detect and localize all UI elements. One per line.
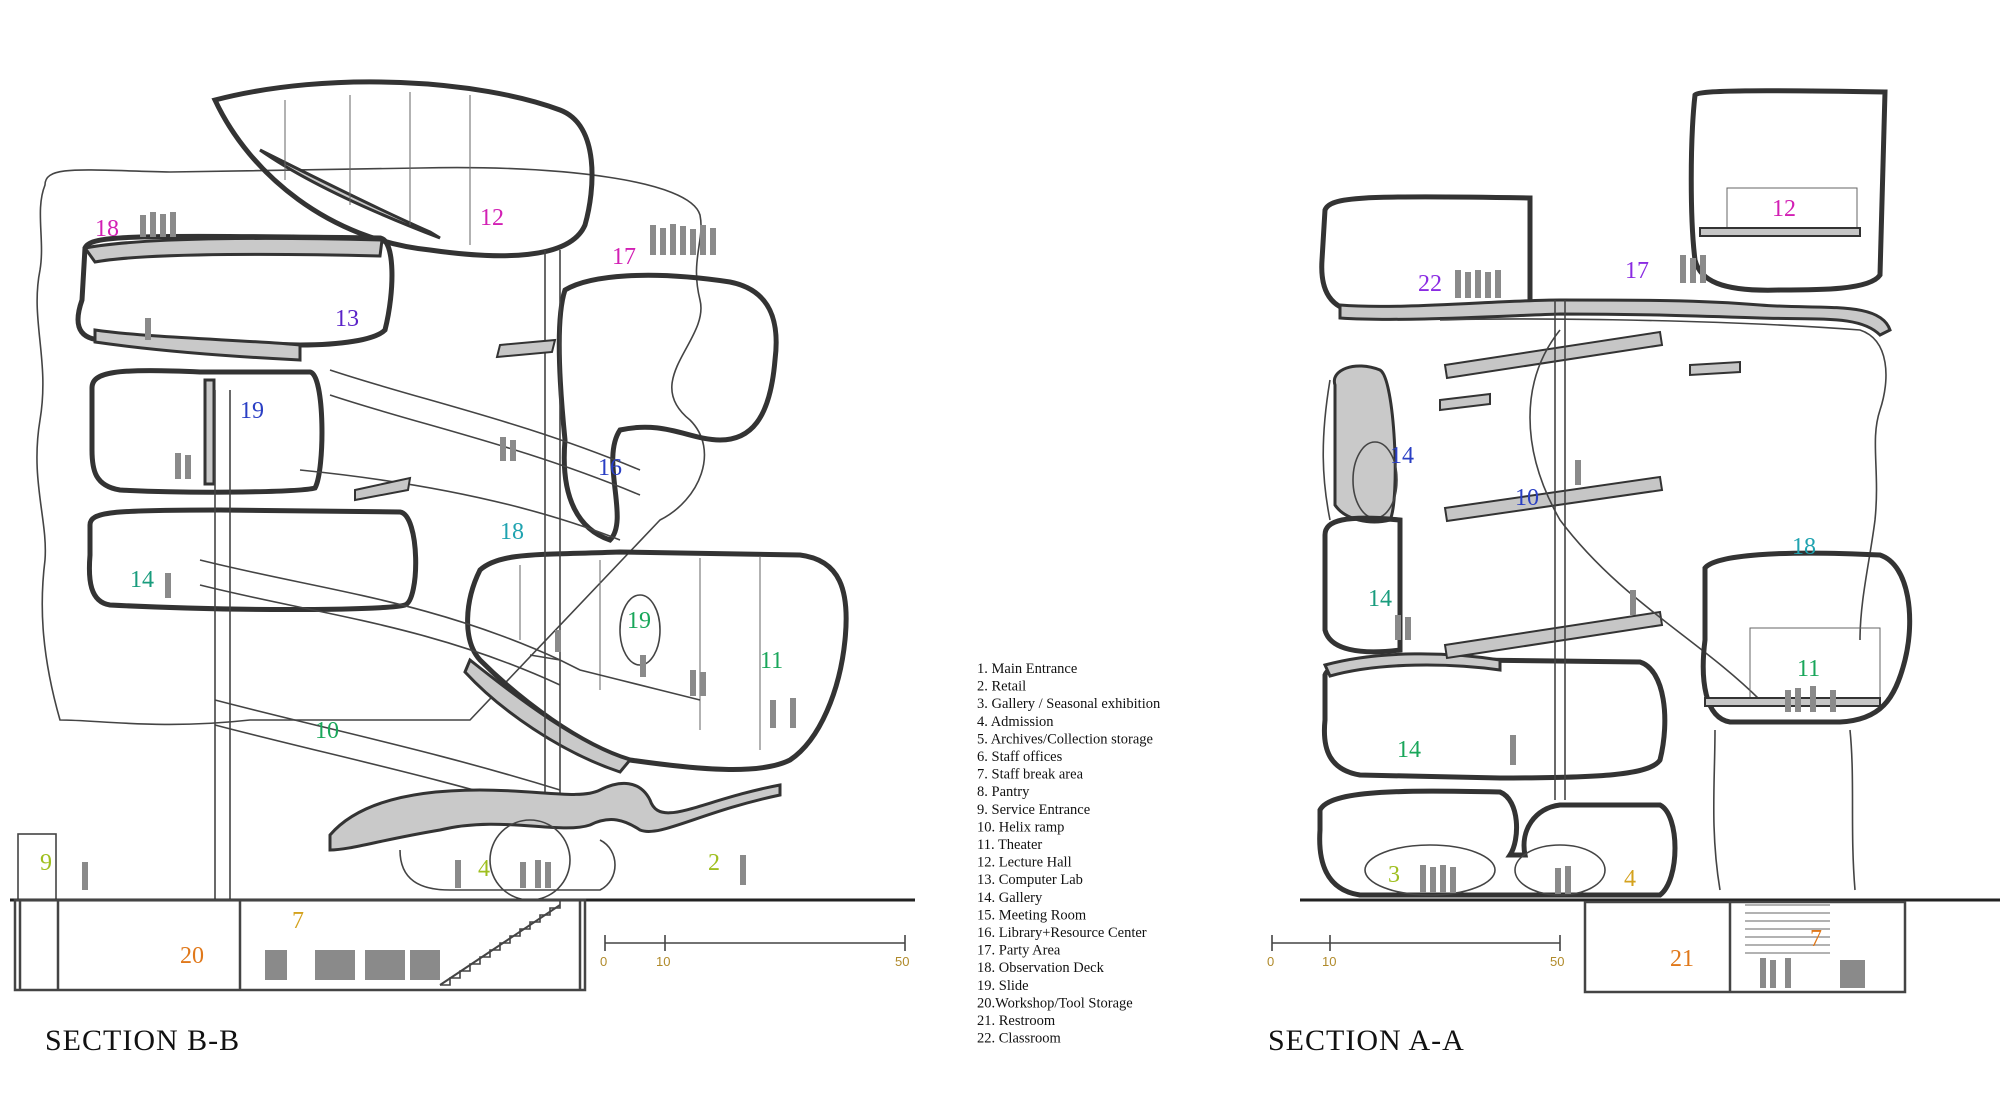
legend-item: 1. Main Entrance <box>977 661 1077 677</box>
aa-label-18-deck: 18 <box>1792 534 1816 560</box>
aa-label-22-classroom: 22 <box>1418 271 1442 297</box>
bb-label-16-library: 16 <box>598 455 622 481</box>
scale-right-50: 50 <box>1550 954 1564 969</box>
legend-item: 16. Library+Resource Center <box>977 925 1147 941</box>
legend-item: 8. Pantry <box>977 784 1030 800</box>
legend-item: 11. Theater <box>977 837 1042 853</box>
legend-item: 20.Workshop/Tool Storage <box>977 995 1133 1011</box>
people-figures-bb <box>82 212 796 980</box>
aa-label-12-lecture: 12 <box>1772 196 1796 222</box>
scale-right-0: 0 <box>1267 954 1274 969</box>
section-bb-drawing: 18 12 17 13 19 16 18 14 19 11 10 9 4 2 7… <box>10 79 915 1057</box>
section-aa-title: SECTION A-A <box>1268 1024 1465 1057</box>
section-bb-title: SECTION B-B <box>45 1024 240 1057</box>
aa-label-14-gallery-c: 14 <box>1397 737 1421 763</box>
bb-label-19-slide-b: 19 <box>627 608 651 634</box>
bb-label-11-theater: 11 <box>760 648 783 674</box>
legend-item: 19. Slide <box>977 978 1029 994</box>
legend-item: 9. Service Entrance <box>977 802 1090 818</box>
scale-left-10: 10 <box>656 954 670 969</box>
legend-item: 2. Retail <box>977 679 1026 695</box>
bb-label-20-workshop: 20 <box>180 943 204 969</box>
bb-label-19-slide: 19 <box>240 398 264 424</box>
scale-bar-right: 0 10 50 <box>1267 935 1564 969</box>
bb-label-17-party: 17 <box>612 244 636 270</box>
legend-item: 6. Staff offices <box>977 749 1063 765</box>
scale-left-50: 50 <box>895 954 909 969</box>
bb-label-7-break: 7 <box>292 908 304 934</box>
bb-label-14-gallery: 14 <box>130 567 154 593</box>
aa-label-4-admission: 4 <box>1624 866 1636 892</box>
aa-label-11-theater: 11 <box>1797 656 1820 682</box>
legend-item: 5. Archives/Collection storage <box>977 731 1153 747</box>
legend-item: 15. Meeting Room <box>977 907 1087 923</box>
bb-label-18-observation: 18 <box>95 216 119 242</box>
aa-label-21-restroom: 21 <box>1670 946 1694 972</box>
legend-item: 18. Observation Deck <box>977 960 1105 976</box>
aa-label-17-party: 17 <box>1625 258 1649 284</box>
bb-label-4-admission: 4 <box>478 856 490 882</box>
aa-label-14-gallery-a: 14 <box>1390 443 1414 469</box>
bb-label-12-lecture: 12 <box>480 205 504 231</box>
legend-item: 3. Gallery / Seasonal exhibition <box>977 696 1161 712</box>
bb-label-18-deck: 18 <box>500 519 524 545</box>
scale-right-10: 10 <box>1322 954 1336 969</box>
legend-item: 22. Classroom <box>977 1031 1062 1047</box>
aa-label-7-break: 7 <box>1810 926 1822 952</box>
legend-item: 21. Restroom <box>977 1013 1056 1029</box>
bb-label-13-computer-lab: 13 <box>335 306 359 332</box>
aa-label-3-gallery: 3 <box>1388 862 1400 888</box>
legend-item: 10. Helix ramp <box>977 819 1064 835</box>
bb-label-10-helix: 10 <box>315 718 339 744</box>
legend-item: 4. Admission <box>977 714 1054 730</box>
legend-item: 14. Gallery <box>977 890 1043 906</box>
legend-item: 13. Computer Lab <box>977 872 1083 888</box>
legend-item: 17. Party Area <box>977 943 1061 959</box>
aa-label-14-gallery-b: 14 <box>1368 586 1392 612</box>
aa-label-10-helix: 10 <box>1515 485 1539 511</box>
bb-label-2-retail: 2 <box>708 850 720 876</box>
section-aa-drawing: 12 22 17 14 10 18 14 11 14 3 4 21 7 0 10… <box>1267 88 2000 1057</box>
scale-left-0: 0 <box>600 954 607 969</box>
scale-bar-left: 0 10 50 <box>600 935 909 969</box>
legend-item: 7. Staff break area <box>977 767 1084 783</box>
bb-label-9-service: 9 <box>40 850 52 876</box>
legend-item: 12. Lecture Hall <box>977 855 1072 871</box>
people-figures-aa <box>1395 255 1865 988</box>
